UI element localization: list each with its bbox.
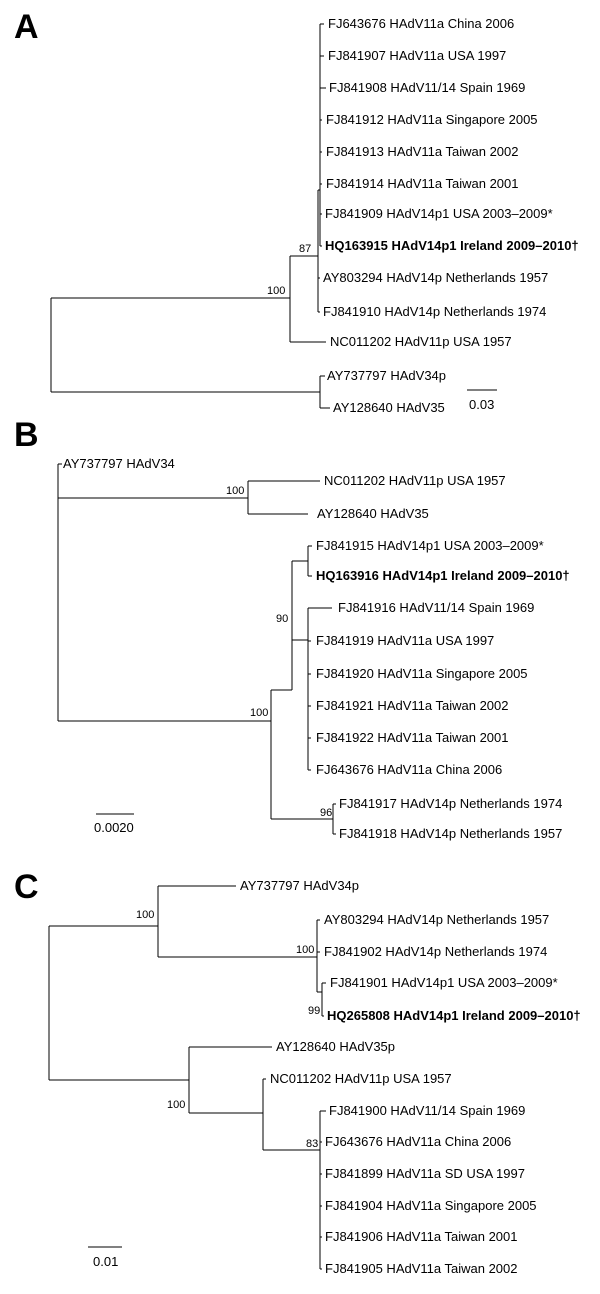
panel-c-leaf: FJ841904 HAdV11a Singapore 2005 xyxy=(325,1198,537,1213)
panel-b-bootstrap: 96 xyxy=(320,807,332,819)
panel-a-leaf: AY803294 HAdV14p Netherlands 1957 xyxy=(323,270,548,285)
panel-a-leaf-highlighted: HQ163915 HAdV14p1 Ireland 2009–2010† xyxy=(325,238,579,253)
panel-b-leaf: FJ841920 HAdV11a Singapore 2005 xyxy=(316,666,528,681)
panel-c-leaf: AY128640 HAdV35p xyxy=(276,1039,395,1054)
panel-a-leaf: FJ643676 HAdV11a China 2006 xyxy=(328,16,514,31)
panel-a-leaf: AY128640 HAdV35 xyxy=(333,400,445,415)
panel-c-leaf: FJ841899 HAdV11a SD USA 1997 xyxy=(325,1166,525,1181)
panel-b-bootstrap: 90 xyxy=(276,613,288,625)
panel-b-leaf: FJ841917 HAdV14p Netherlands 1974 xyxy=(339,796,562,811)
panel-c-leaf: FJ841900 HAdV11/14 Spain 1969 xyxy=(329,1103,525,1118)
panel-c-leaf-highlighted: HQ265808 HAdV14p1 Ireland 2009–2010† xyxy=(327,1008,581,1023)
panel-b-letter: B xyxy=(14,416,39,454)
panel-a-leaf: FJ841910 HAdV14p Netherlands 1974 xyxy=(323,304,546,319)
panel-a-leaf: FJ841908 HAdV11/14 Spain 1969 xyxy=(329,80,525,95)
panel-b-leaf: FJ841916 HAdV11/14 Spain 1969 xyxy=(338,600,534,615)
panel-a-leaf: FJ841914 HAdV11a Taiwan 2001 xyxy=(326,176,519,191)
panel-b-scale-label: 0.0020 xyxy=(94,820,134,835)
panel-c-leaf: AY803294 HAdV14p Netherlands 1957 xyxy=(324,912,549,927)
panel-c: C xyxy=(14,868,581,1276)
panel-c-leaf: FJ841906 HAdV11a Taiwan 2001 xyxy=(325,1229,518,1244)
panel-a-leaf: NC011202 HAdV11p USA 1957 xyxy=(330,334,512,349)
panel-c-bootstrap: 100 xyxy=(167,1099,185,1111)
panel-c-leaf: AY737797 HAdV34p xyxy=(240,878,359,893)
panel-a-bootstrap: 87 xyxy=(299,243,311,255)
panel-c-leaf: FJ841901 HAdV14p1 USA 2003–2009* xyxy=(330,975,558,990)
panel-b-branches xyxy=(57,463,336,835)
panel-c-leaf: FJ841902 HAdV14p Netherlands 1974 xyxy=(324,944,547,959)
panel-b-leaf: FJ643676 HAdV11a China 2006 xyxy=(316,762,502,777)
panel-c-bootstrap: 100 xyxy=(296,944,314,956)
panel-c-leaf: FJ643676 HAdV11a China 2006 xyxy=(325,1134,511,1149)
panel-c-leaf: FJ841905 HAdV11a Taiwan 2002 xyxy=(325,1261,518,1276)
panel-b-bootstrap: 100 xyxy=(250,707,268,719)
panel-b-bootstrap: 100 xyxy=(226,485,244,497)
panel-a-branches xyxy=(50,23,330,409)
panel-b-leaf: NC011202 HAdV11p USA 1957 xyxy=(324,473,506,488)
panel-a-bootstrap: 100 xyxy=(267,285,285,297)
panel-a-leaf: FJ841909 HAdV14p1 USA 2003–2009* xyxy=(325,206,553,221)
panel-c-letter: C xyxy=(14,868,39,906)
panel-a-letter: A xyxy=(14,8,39,46)
panel-b-leaf: FJ841919 HAdV11a USA 1997 xyxy=(316,633,494,648)
panel-a: A xyxy=(14,8,579,415)
panel-a-leaf: AY737797 HAdV34p xyxy=(327,368,446,383)
panel-b-leaf-highlighted: HQ163916 HAdV14p1 Ireland 2009–2010† xyxy=(316,568,570,583)
panel-b-leaf: FJ841922 HAdV11a Taiwan 2001 xyxy=(316,730,509,745)
panel-b-leaf: AY128640 HAdV35 xyxy=(317,506,429,521)
panel-b-leaf: FJ841918 HAdV14p Netherlands 1957 xyxy=(339,826,562,841)
panel-c-bootstrap: 100 xyxy=(136,909,154,921)
panel-b-leaf: FJ841915 HAdV14p1 USA 2003–2009* xyxy=(316,538,544,553)
panel-a-leaf: FJ841907 HAdV11a USA 1997 xyxy=(328,48,506,63)
panel-a-leaf: FJ841913 HAdV11a Taiwan 2002 xyxy=(326,144,519,159)
panel-c-branches xyxy=(48,885,326,1270)
panel-c-leaf: NC011202 HAdV11p USA 1957 xyxy=(270,1071,452,1086)
panel-b-leaf: FJ841921 HAdV11a Taiwan 2002 xyxy=(316,698,509,713)
panel-b-leaf: AY737797 HAdV34 xyxy=(63,456,175,471)
panel-b: B xyxy=(14,416,570,841)
panel-c-bootstrap: 99 xyxy=(308,1005,320,1017)
panel-c-bootstrap: 83 xyxy=(306,1138,318,1150)
panel-c-scale-label: 0.01 xyxy=(93,1254,118,1269)
panel-a-scale-label: 0.03 xyxy=(469,397,494,412)
panel-a-leaf: FJ841912 HAdV11a Singapore 2005 xyxy=(326,112,538,127)
